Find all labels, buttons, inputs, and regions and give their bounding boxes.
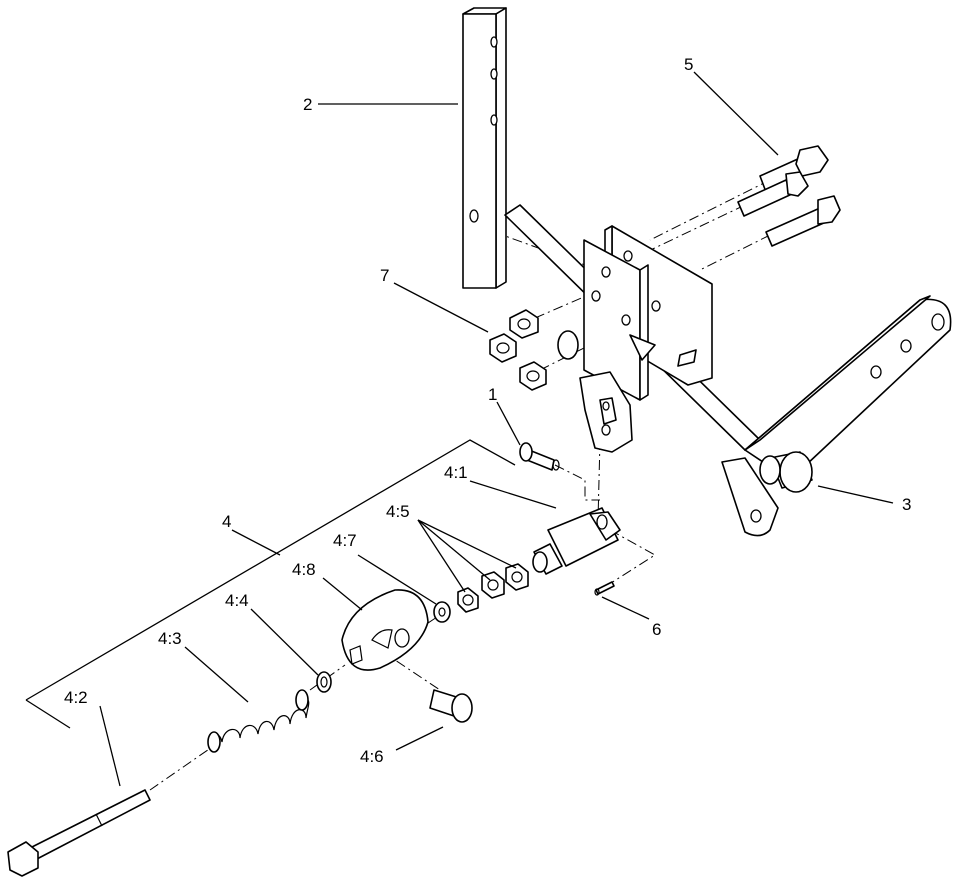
callout-4: 4 bbox=[222, 512, 231, 531]
part-7-nuts bbox=[489, 309, 547, 391]
callout-labels: 1 2 3 4 4:1 4:2 4:3 4:4 4:5 4:6 4:7 4:8 … bbox=[64, 55, 911, 766]
front-mount-plate bbox=[557, 239, 661, 401]
callout-1: 1 bbox=[488, 385, 497, 404]
assembly-4-bracket bbox=[25, 439, 516, 729]
part-4-4-washer bbox=[316, 671, 332, 693]
callout-4-6: 4:6 bbox=[360, 747, 384, 766]
part-4-7-washer bbox=[433, 601, 451, 623]
leader-lines bbox=[99, 71, 894, 787]
callout-4-2: 4:2 bbox=[64, 688, 88, 707]
callout-4-5: 4:5 bbox=[386, 502, 410, 521]
part-4-8-cam-plate bbox=[341, 589, 429, 671]
callout-4-1: 4:1 bbox=[444, 463, 468, 482]
part-4-2-long-bolt bbox=[7, 789, 151, 877]
callout-5: 5 bbox=[684, 55, 693, 74]
callout-7: 7 bbox=[380, 266, 389, 285]
part-4-6-carriage-bolt bbox=[429, 689, 473, 723]
part-2-vertical-tube bbox=[462, 7, 507, 289]
callout-6: 6 bbox=[652, 620, 661, 639]
callout-4-3: 4:3 bbox=[158, 629, 182, 648]
part-6-cotter-pin bbox=[594, 581, 615, 596]
callout-3: 3 bbox=[902, 495, 911, 514]
callout-2: 2 bbox=[303, 95, 312, 114]
part-4-1-clevis bbox=[532, 507, 621, 575]
callout-4-7: 4:7 bbox=[333, 531, 357, 550]
part-4-5-nuts bbox=[457, 563, 529, 613]
callout-4-4: 4:4 bbox=[225, 591, 249, 610]
part-4-3-spring bbox=[207, 689, 310, 753]
part-5-bolts bbox=[737, 145, 841, 247]
pivot-lever bbox=[579, 371, 633, 453]
callout-4-8: 4:8 bbox=[292, 560, 316, 579]
part-1-clevis-pin bbox=[519, 442, 560, 471]
part-3-pivot-arm bbox=[721, 295, 952, 537]
